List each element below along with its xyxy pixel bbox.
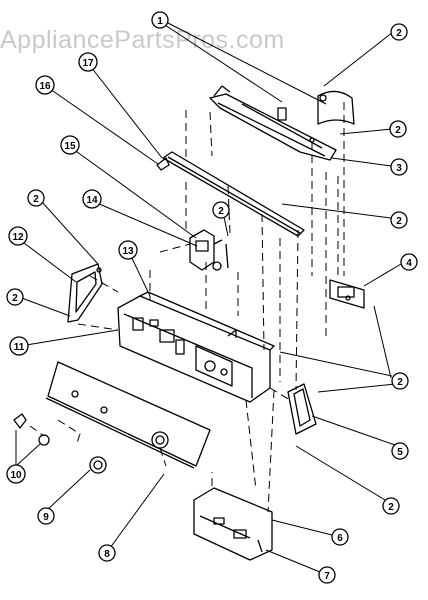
- callout-17: 17: [78, 52, 98, 72]
- callout-1: 1: [151, 11, 169, 29]
- callout-11: 11: [9, 336, 29, 356]
- svg-text:9: 9: [43, 512, 49, 523]
- svg-text:2: 2: [12, 293, 18, 304]
- svg-text:2: 2: [397, 377, 403, 388]
- callout-2-top: 2: [390, 23, 408, 41]
- part-left-end-cap: [67, 263, 103, 323]
- part-switch-bracket: [189, 229, 229, 271]
- svg-text:17: 17: [82, 58, 94, 69]
- svg-text:11: 11: [14, 342, 25, 353]
- svg-text:6: 6: [337, 533, 343, 544]
- callout-12: 12: [8, 226, 28, 246]
- svg-text:3: 3: [396, 163, 402, 174]
- svg-text:13: 13: [122, 246, 134, 257]
- svg-text:2: 2: [395, 125, 401, 136]
- svg-text:10: 10: [10, 470, 22, 481]
- assembly-lines: [29, 102, 345, 513]
- svg-text:2: 2: [396, 28, 402, 39]
- callout-2-rail: 2: [389, 120, 407, 138]
- part-light-strip: [156, 151, 305, 237]
- callout-2-left: 2: [27, 189, 45, 207]
- callouts: 1 2 17 16 2 15 3 2 14 2 2 12 13 4 2 11 2…: [6, 11, 418, 584]
- callout-14: 14: [82, 189, 102, 209]
- callout-2-bracket: 2: [212, 201, 230, 219]
- part-right-end-cap: [287, 383, 317, 435]
- callout-2-lower: 2: [382, 497, 400, 515]
- callout-15: 15: [60, 135, 80, 155]
- callout-6: 6: [331, 528, 349, 546]
- callout-10: 10: [6, 464, 26, 484]
- callout-16: 16: [35, 75, 55, 95]
- part-knobs: [13, 413, 50, 446]
- svg-text:16: 16: [39, 81, 51, 92]
- callout-7: 7: [318, 566, 336, 584]
- part-console-rail: [209, 85, 337, 161]
- part-control-console: [117, 291, 275, 403]
- callout-2-console: 2: [391, 372, 409, 390]
- svg-text:2: 2: [396, 216, 402, 227]
- part-base-tray: [193, 487, 273, 561]
- callout-9: 9: [37, 507, 55, 525]
- svg-text:5: 5: [397, 447, 403, 458]
- callout-2-right: 2: [390, 211, 408, 229]
- svg-text:12: 12: [12, 232, 24, 243]
- svg-text:1: 1: [157, 16, 163, 27]
- callout-3: 3: [390, 158, 408, 176]
- leader-lines: [15, 21, 402, 573]
- part-timer-knob: [89, 456, 107, 474]
- callout-2-endcap: 2: [6, 288, 24, 306]
- svg-text:4: 4: [406, 258, 412, 269]
- callout-8: 8: [98, 544, 116, 562]
- svg-text:15: 15: [64, 141, 76, 152]
- watermark: AppliancePartsPros.com: [0, 26, 285, 54]
- svg-text:14: 14: [86, 195, 98, 206]
- part-front-panel: [45, 361, 211, 469]
- callout-5: 5: [391, 442, 409, 460]
- svg-text:2: 2: [218, 206, 224, 217]
- svg-text:2: 2: [388, 502, 394, 513]
- svg-text:8: 8: [104, 549, 110, 560]
- callout-4: 4: [400, 253, 418, 271]
- part-top-cover: [317, 90, 355, 125]
- svg-text:2: 2: [33, 194, 39, 205]
- part-right-bracket: [329, 279, 365, 309]
- callout-13: 13: [118, 240, 138, 260]
- svg-text:7: 7: [324, 571, 330, 582]
